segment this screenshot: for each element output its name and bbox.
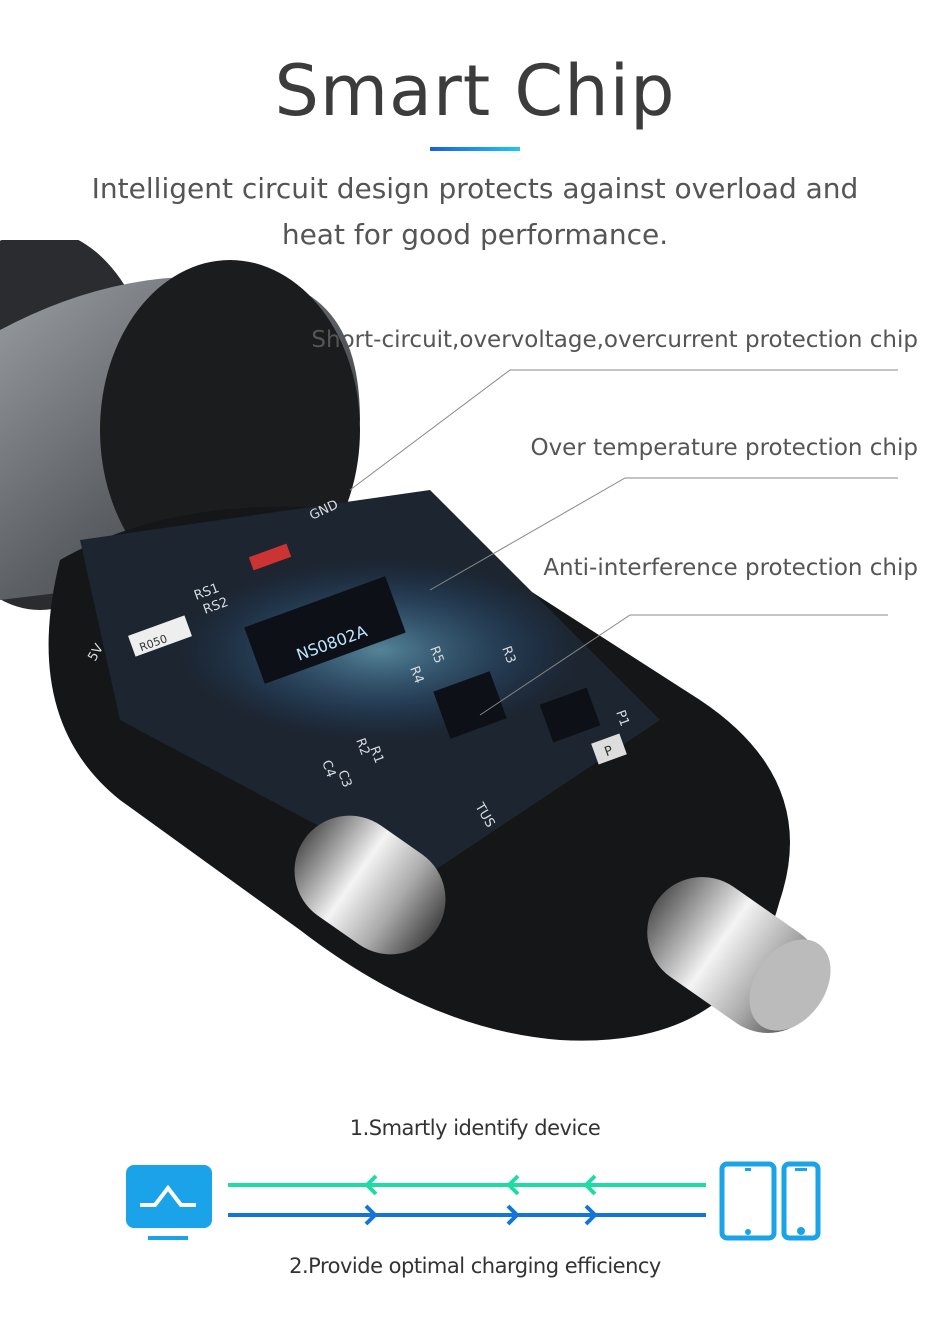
page-title: Smart Chip <box>274 50 676 132</box>
charging-diagram <box>126 1161 821 1241</box>
side-contact <box>294 815 446 955</box>
callout-lines <box>349 369 898 716</box>
board-label-p1: P1 <box>612 708 632 728</box>
board-label-r3: R3 <box>498 644 518 665</box>
callout-over-temperature: Over temperature protection chip <box>530 435 918 461</box>
callout-short-circuit: Short-circuit,overvoltage,overcurrent pr… <box>311 327 918 353</box>
charger-body: NS0802A <box>0 240 791 1041</box>
board-label-r2: R2 <box>352 736 372 757</box>
monitor-icon <box>126 1165 212 1240</box>
outgoing-line <box>228 1204 706 1226</box>
title-underline <box>430 147 520 151</box>
board-label-r4: R4 <box>406 664 426 685</box>
board-label-c4: C4 <box>318 758 338 779</box>
tip-contact <box>647 877 831 1033</box>
callout-anti-interference: Anti-interference protection chip <box>543 555 918 581</box>
subtitle-line-2: heat for good performance. <box>281 218 669 251</box>
board-label-r1: R1 <box>366 744 386 765</box>
car-charger-image: NS0802A GND 5V RS1 RS2 R050 C3 C4 R1 R2 … <box>0 240 898 1041</box>
tablet-icon <box>719 1161 777 1241</box>
step-2-label: 2.Provide optimal charging efficiency <box>289 1254 661 1278</box>
board-label-5v: 5V <box>85 642 107 664</box>
board-label-c3: C3 <box>334 768 354 789</box>
phone-icon <box>781 1161 821 1241</box>
subtitle: Intelligent circuit design protects agai… <box>60 166 890 258</box>
incoming-line <box>228 1174 706 1196</box>
board-label-r5: R5 <box>426 644 446 665</box>
board-labels: GND 5V RS1 RS2 R050 C3 C4 R1 R2 TUS P R4… <box>85 497 631 830</box>
subtitle-line-1: Intelligent circuit design protects agai… <box>91 172 859 205</box>
step-1-label: 1.Smartly identify device <box>349 1116 601 1140</box>
